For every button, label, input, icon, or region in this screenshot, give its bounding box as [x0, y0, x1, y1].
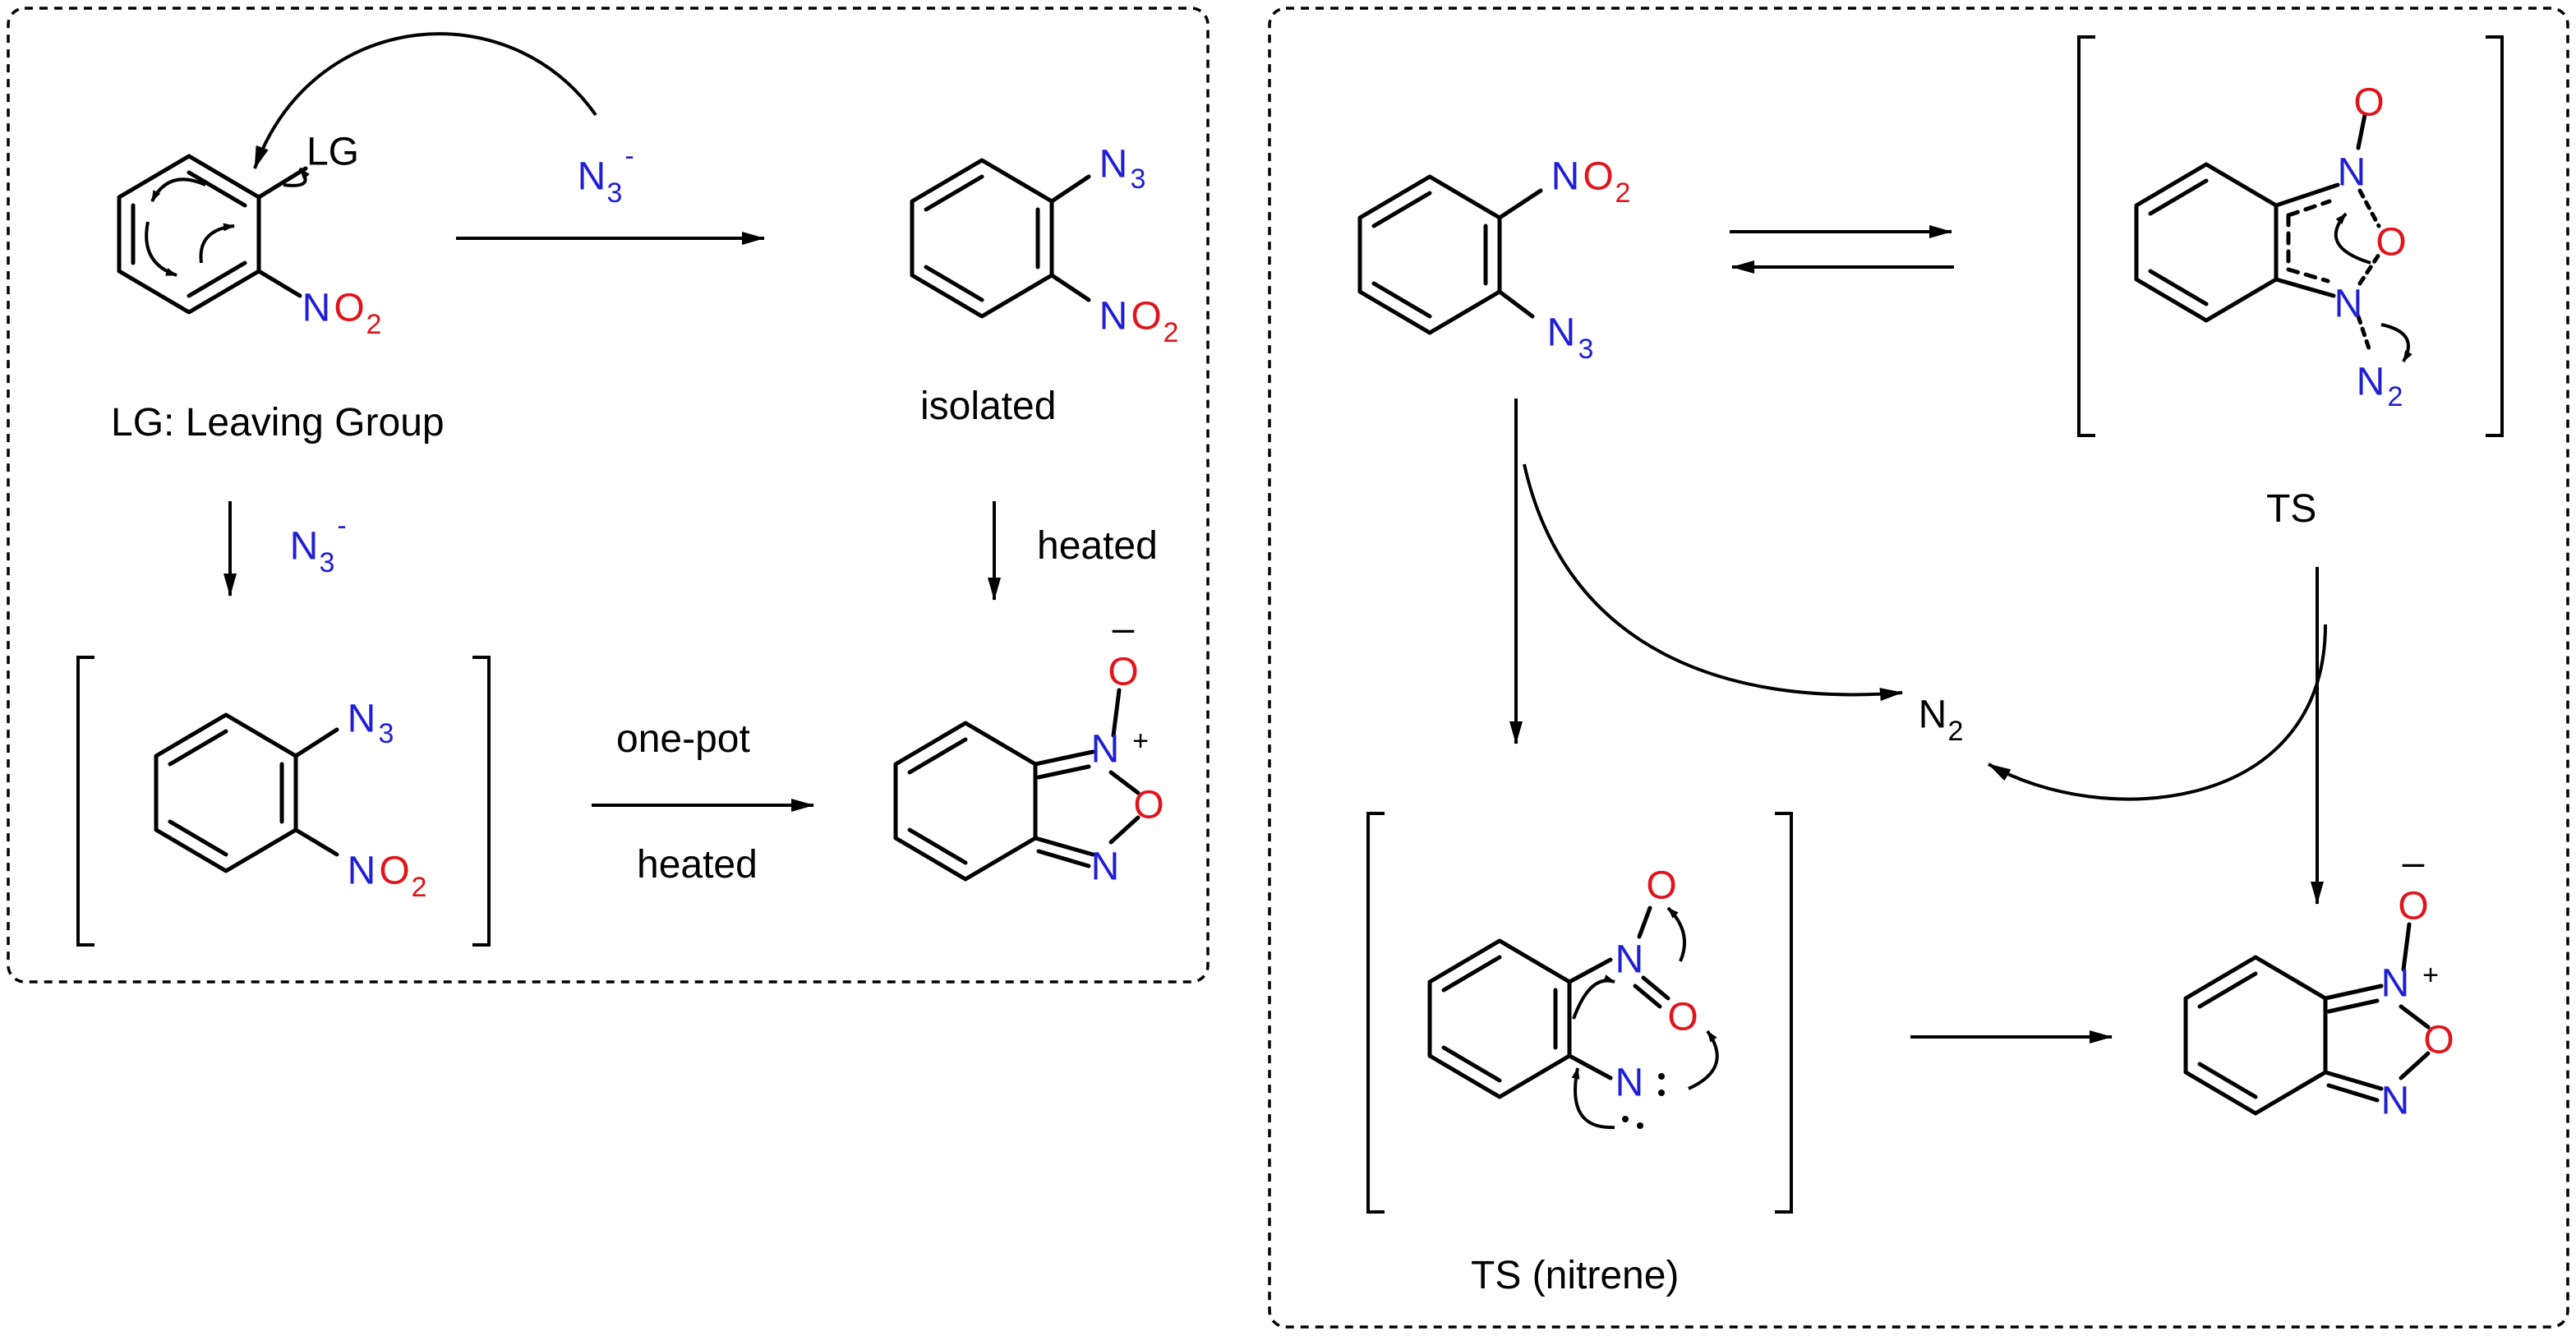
nitrene-n: N — [1615, 1062, 1644, 1105]
nitro-sub-2: 2 — [1164, 317, 1179, 348]
n2-byproduct: N — [1919, 693, 1947, 737]
left-panel — [7, 7, 1210, 984]
ts-n2-sub: 2 — [2388, 381, 2403, 412]
heated-right-label: heated — [1037, 524, 1158, 568]
n2-byproduct-sub: 2 — [1948, 716, 1964, 747]
starting-nitrophenyl-azide: N O 2 N 3 — [1357, 155, 1631, 365]
ts-o-top: O — [2353, 81, 2384, 125]
start-nitro-n: N — [1551, 155, 1580, 199]
ts-bracket-open — [2077, 35, 2095, 437]
furoxan-ring-o: O — [1133, 784, 1164, 827]
start-nitro-o: O — [1583, 155, 1613, 199]
nitrene-o-mid: O — [1667, 996, 1698, 1039]
product-ring-o: O — [2423, 1019, 2454, 1062]
furoxan-exo-o: O — [1108, 651, 1138, 694]
intermediate-nitrophenyl-azide: N 3 N O 2 — [154, 698, 427, 903]
azide-attack-arrow — [253, 32, 597, 169]
n2-loss-arrow-left — [1523, 463, 1903, 702]
azide-left-sub: 3 — [320, 547, 335, 578]
ts-n2-n: N — [2357, 361, 2385, 404]
azide-top-sub: 3 — [607, 177, 623, 209]
nitrene-nitro-n: N — [1615, 938, 1644, 982]
right-panel — [1268, 7, 2569, 1329]
leaving-group-legend: LG: Leaving Group — [111, 401, 445, 445]
ts-n-upper: N — [2338, 151, 2366, 195]
product-n: N — [2381, 1080, 2410, 1123]
intermediate-nitro-o: O — [379, 850, 409, 893]
lg-label: LG — [306, 131, 359, 174]
nitrene-bracket-open — [1366, 812, 1385, 1214]
nitro-n-2: N — [1099, 295, 1128, 339]
one-pot-label: one-pot — [616, 717, 750, 761]
nitrene-bracket-close — [1775, 812, 1793, 1214]
azide-n: N — [1099, 143, 1128, 187]
nitro-sub: 2 — [366, 309, 382, 340]
intermediate-azide-n: N — [348, 698, 376, 741]
furoxan-minus: – — [1113, 607, 1135, 651]
intermediate-azide-sub: 3 — [379, 718, 394, 749]
product-plus: + — [2422, 960, 2439, 991]
start-nitro-sub: 2 — [1615, 177, 1631, 209]
nitrene-ts-structure: N O O N — [1427, 864, 1719, 1130]
furoxan-plus: + — [1132, 726, 1149, 757]
ts-cyclic-structure: N O O N N 2 — [2134, 81, 2412, 412]
benzofuroxan-product-right: N + O – O N — [2183, 841, 2454, 1123]
furoxan-n-oxide: N — [1091, 728, 1120, 772]
ts-nitrene-label: TS (nitrene) — [1471, 1254, 1679, 1297]
bracket-left-open — [76, 656, 94, 947]
azide-top-charge: - — [624, 141, 634, 172]
azide-left-n: N — [290, 525, 319, 569]
benzofuroxan-product-left: N + O – O N — [893, 607, 1164, 889]
product-minus: – — [2403, 841, 2425, 885]
azide-top-n: N — [578, 155, 606, 199]
product-exo-o: O — [2398, 885, 2428, 928]
azide-sub: 3 — [1131, 164, 1146, 195]
isolated-label: isolated — [920, 385, 1056, 428]
ts-label: TS — [2266, 487, 2316, 531]
nitro-n: N — [302, 287, 331, 330]
n2-loss-arrow-right — [1988, 624, 2327, 801]
ts-n-lower: N — [2334, 283, 2363, 326]
ts-o-ring: O — [2376, 221, 2406, 265]
ts-bracket-close — [2486, 35, 2504, 437]
leaving-group-nitrobenzene: LG N O 2 — [117, 131, 382, 340]
start-azide-n: N — [1547, 311, 1576, 355]
furoxan-n: N — [1091, 845, 1120, 889]
nitro-o-2: O — [1131, 295, 1161, 339]
bracket-left-close — [472, 656, 491, 947]
intermediate-nitro-n: N — [348, 850, 376, 893]
isolated-nitrophenyl-azide: N 3 N O 2 — [910, 143, 1179, 348]
heated-bottom-label: heated — [637, 843, 758, 887]
product-n-oxide: N — [2381, 962, 2410, 1006]
start-azide-sub: 3 — [1578, 334, 1594, 365]
azide-left-charge: - — [337, 510, 346, 541]
intermediate-nitro-sub: 2 — [412, 872, 427, 903]
nitro-o: O — [334, 287, 364, 330]
nitrene-o-top: O — [1646, 864, 1676, 908]
